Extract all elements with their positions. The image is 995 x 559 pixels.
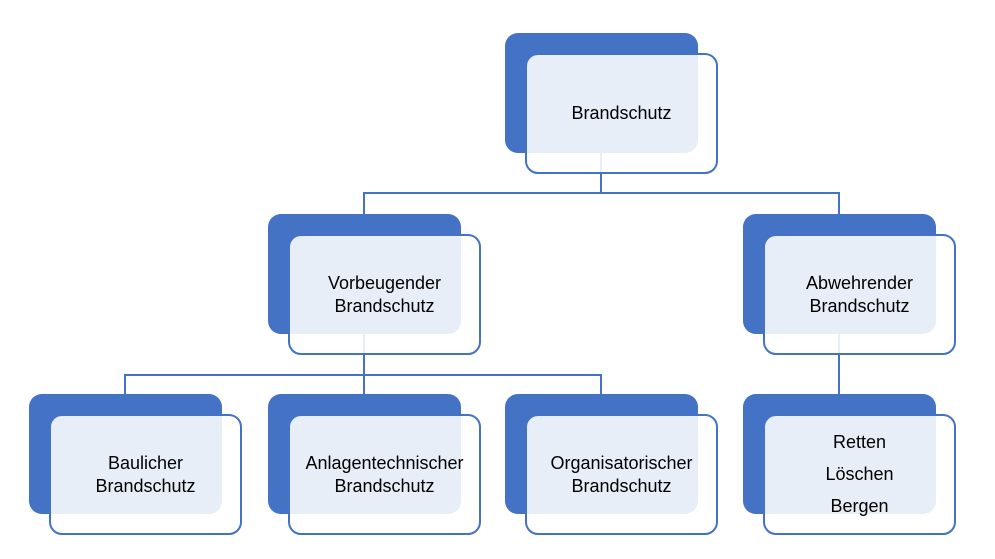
node-card: Organisatorischer Brandschutz	[525, 414, 718, 535]
node-label: Brandschutz	[334, 475, 435, 496]
node-card: Baulicher Brandschutz	[49, 414, 242, 535]
node-label: Organisatorischer	[550, 452, 693, 473]
node-label: Bergen	[830, 496, 889, 516]
connector-drop-baulicher	[124, 374, 126, 395]
node-baulicher-brandschutz[interactable]: Baulicher Brandschutz	[29, 394, 242, 535]
node-card: Abwehrender Brandschutz	[763, 234, 956, 355]
node-organisatorischer-brandschutz[interactable]: Organisatorischer Brandschutz	[505, 394, 718, 535]
node-label: Brandschutz	[571, 103, 672, 123]
node-label: Retten	[832, 432, 887, 452]
node-card: Brandschutz	[525, 53, 718, 174]
node-label: Löschen	[825, 464, 894, 484]
connector-abwehrender-to-retten	[838, 333, 840, 395]
connector-level2-horizontal	[124, 374, 602, 376]
connector-level1-horizontal	[363, 192, 840, 194]
node-card: Vorbeugender Brandschutz	[288, 234, 481, 355]
node-label: Brandschutz	[809, 295, 910, 316]
node-label: Anlagentechnischer	[305, 452, 464, 473]
node-card: Retten Löschen Bergen	[763, 414, 956, 535]
node-vorbeugender-brandschutz[interactable]: Vorbeugender Brandschutz	[268, 214, 481, 355]
node-label: Brandschutz	[95, 475, 196, 496]
node-retten-loeschen-bergen[interactable]: Retten Löschen Bergen	[743, 394, 956, 535]
node-anlagentechnischer-brandschutz[interactable]: Anlagentechnischer Brandschutz	[268, 394, 481, 535]
node-abwehrender-brandschutz[interactable]: Abwehrender Brandschutz	[743, 214, 956, 355]
node-label: Abwehrender	[805, 272, 914, 293]
node-label: Brandschutz	[334, 295, 435, 316]
node-card: Anlagentechnischer Brandschutz	[288, 414, 481, 535]
node-label: Vorbeugender	[327, 272, 442, 293]
connector-drop-vorbeugender	[363, 192, 365, 215]
node-label: Baulicher	[107, 452, 184, 473]
connector-drop-abwehrender	[838, 192, 840, 215]
connector-vorbeugender-stem	[363, 333, 365, 395]
node-label: Brandschutz	[571, 475, 672, 496]
connector-drop-organisatorischer	[600, 374, 602, 395]
node-brandschutz[interactable]: Brandschutz	[505, 33, 718, 174]
